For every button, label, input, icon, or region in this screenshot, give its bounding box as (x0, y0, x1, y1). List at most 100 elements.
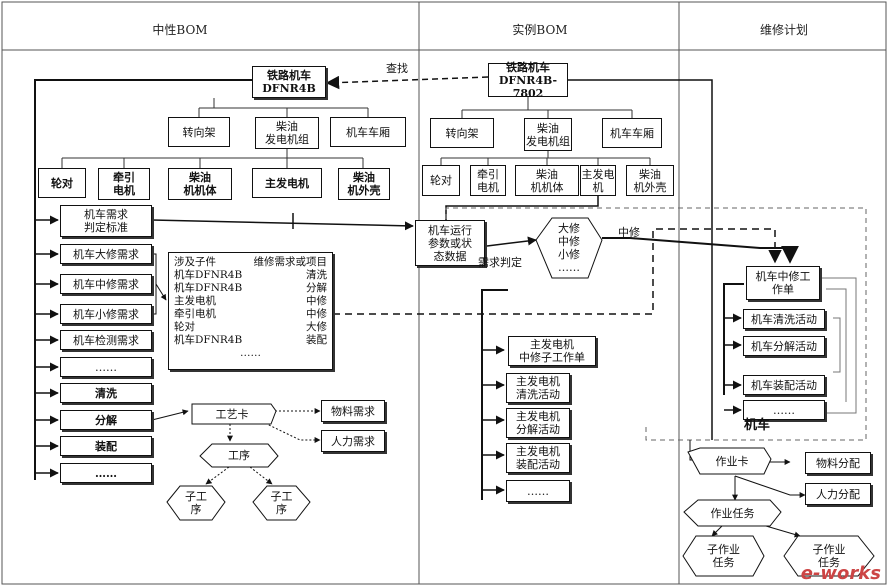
neutral-list-standard: 机车需求 判定标准 (60, 205, 152, 237)
repair-level-decision: 大修 中修 小修 …… (558, 222, 580, 274)
neutral-l3-main-generator: 主发电机 (252, 168, 322, 198)
decision-hexagon-shape (535, 217, 603, 279)
labor-allocation-node: 人力分配 (805, 483, 871, 505)
neutral-list-minor-repair: 机车小修需求 (60, 304, 152, 324)
table-header: 涉及子件 维修需求或项目 (174, 256, 327, 269)
loco-assembly-activity: 机车装配活动 (743, 375, 825, 395)
loco-activity-ellipsis: …… (743, 400, 825, 420)
table-row: 机车DFNR4B 分解 (174, 282, 327, 295)
neutral-list-arrows (35, 215, 59, 478)
table-cell-part: 轮对 (174, 321, 195, 333)
maintenance-activity-brackets (818, 277, 857, 414)
table-row: 牵引电机 中修 (174, 308, 327, 321)
generator-dashed-routing (445, 207, 867, 441)
table-cell-part: 机车DFNR4B (174, 334, 243, 346)
neutral-list-ellipsis-1: …… (60, 357, 152, 377)
watermark-text: e-works (800, 563, 881, 584)
neutral-l3-traction-motor: 牵引 电机 (98, 168, 150, 200)
generator-activity-ellipsis: …… (506, 480, 570, 502)
sub-task-shapes (682, 535, 875, 577)
loco-disassembly-activity: 机车分解活动 (743, 336, 825, 356)
table-cell-part: 机车DFNR4B (174, 269, 243, 281)
instance-sub-arrows (482, 345, 505, 495)
generator-to-status-lines (445, 196, 799, 264)
status-data-node: 机车运行 参数或状 态数据 (415, 220, 485, 266)
instance-to-maintenance-line (568, 79, 713, 440)
process-card-shape (191, 403, 277, 425)
neutral-list-inspection: 机车检测需求 (60, 330, 152, 350)
loco-label: 机车 (744, 418, 771, 433)
material-requirement-node: 物料需求 (321, 400, 385, 422)
table-cell-item: 大修 (306, 321, 327, 333)
neutral-l2-bogie: 转向架 (168, 117, 230, 147)
sub-task-label-1: 子作业 任务 (707, 543, 740, 569)
job-task-shape (683, 499, 782, 527)
neutral-l3-diesel-engine-casing: 柴油 机外壳 (338, 168, 390, 200)
procedure-shape (199, 443, 279, 468)
neutral-spine (34, 79, 252, 480)
instance-l3-wheelset: 轮对 (422, 165, 460, 196)
standard-to-status-line (151, 213, 414, 231)
instance-l3-diesel-engine-casing: 柴油 机外壳 (626, 165, 674, 196)
lane-title-maintenance-plan: 维修计划 (759, 23, 808, 37)
labor-requirement-node: 人力需求 (321, 430, 385, 452)
neutral-list-assembly: 装配 (60, 436, 152, 456)
process-card-label: 工艺卡 (215, 407, 249, 421)
mid-repair-arrow-label: 中修 (618, 226, 640, 239)
generator-disassembly-activity: 主发电机 分解活动 (506, 408, 570, 438)
table-cell-part: 牵引电机 (174, 308, 216, 320)
watermark-logo: e-works (801, 563, 881, 584)
sub-procedure-label-2: 子工 序 (270, 490, 293, 516)
instance-l3-traction-motor: 牵引 电机 (470, 165, 506, 196)
neutral-list-mid-repair: 机车中修需求 (60, 274, 152, 294)
neutral-root-node: 铁路机车 DFNR4B (252, 66, 326, 98)
job-task-label: 作业任务 (710, 506, 755, 520)
maintenance-spine (723, 283, 744, 395)
instance-l2-diesel-genset: 柴油 发电机组 (524, 118, 572, 151)
neutral-list-overhaul: 机车大修需求 (60, 244, 152, 264)
lane-title-instance-bom: 实例BOM (512, 23, 568, 37)
table-cell-item: 中修 (306, 308, 327, 320)
maintenance-activity-arrows (724, 313, 742, 415)
table-cell-part: 机车DFNR4B (174, 282, 243, 294)
job-card-label: 作业卡 (715, 454, 749, 468)
table-cell-item: 清洗 (306, 269, 327, 281)
generator-cleaning-activity: 主发电机 清洗活动 (506, 373, 570, 403)
neutral-tree-lines (61, 98, 369, 168)
generator-sub-work-order: 主发电机 中修子工作单 (508, 336, 596, 366)
table-header-parts: 涉及子件 (174, 256, 216, 268)
table-row: 机车DFNR4B 装配 (174, 334, 327, 347)
neutral-l3-wheelset: 轮对 (38, 168, 86, 198)
table-cell-part: 主发电机 (174, 295, 216, 307)
instance-l2-bogie: 转向架 (430, 118, 494, 148)
lookup-dashed-arrow (325, 75, 489, 90)
neutral-list-ellipsis-2: …… (60, 463, 152, 483)
neutral-l3-diesel-engine-body: 柴油 机机体 (168, 168, 232, 200)
neutral-l2-car-body: 机车车厢 (330, 117, 406, 147)
instance-l3-main-generator: 主发电 机 (580, 165, 616, 196)
process-card-branch (151, 408, 321, 485)
table-header-requirement: 维修需求或项目 (253, 256, 328, 268)
instance-lower-spine (481, 289, 508, 500)
table-cell-item: 分解 (306, 282, 327, 294)
neutral-l2-diesel-genset: 柴油 发电机组 (255, 117, 319, 149)
instance-tree-lines (440, 97, 651, 165)
table-row: 机车DFNR4B 清洗 (174, 269, 327, 282)
table-row: 轮对 大修 (174, 321, 327, 334)
procedure-label: 工序 (228, 449, 250, 462)
sub-procedure-label-1: 子工 序 (185, 490, 207, 516)
instance-l3-diesel-engine-body: 柴油 机机体 (515, 165, 579, 196)
judge-arrow-label: 需求判定 (478, 256, 522, 269)
table-row: 主发电机 中修 (174, 295, 327, 308)
table-cell-item: 装配 (306, 334, 327, 346)
instance-l2-car-body: 机车车厢 (602, 118, 662, 148)
list-to-table-bracket (152, 253, 167, 315)
table-ellipsis: …… (240, 347, 261, 359)
maintenance-requirement-table: 涉及子件 维修需求或项目 机车DFNR4B 清洗 机车DFNR4B 分解 主发电… (168, 252, 333, 370)
sub-task-label-2: 子作业 任务 (812, 543, 846, 569)
loco-cleaning-activity: 机车清洗活动 (743, 309, 825, 329)
job-card-shape (687, 447, 772, 475)
